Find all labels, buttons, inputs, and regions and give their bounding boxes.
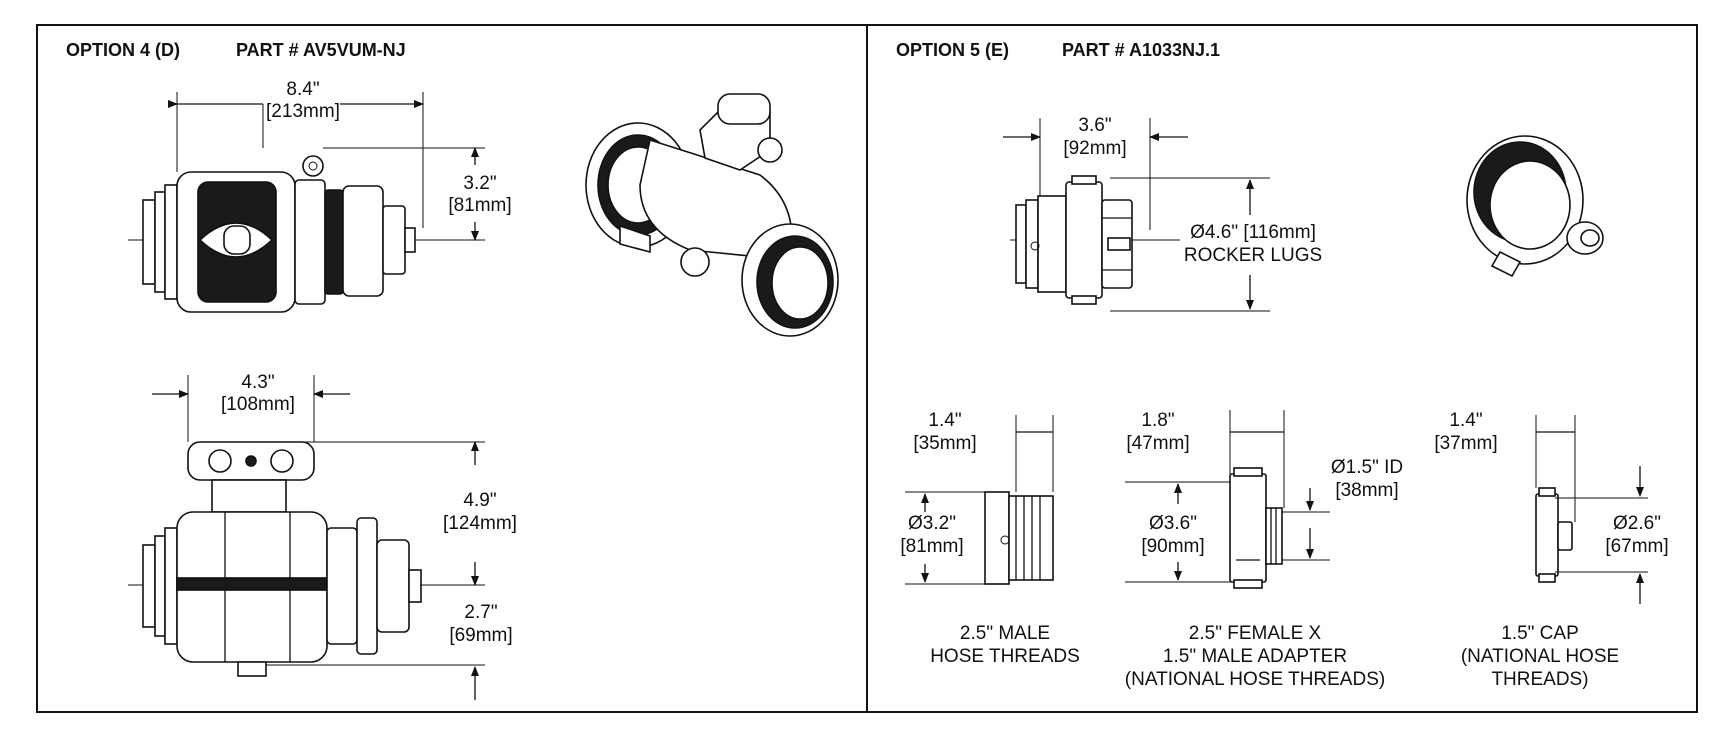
comp1-length: 1.4" bbox=[928, 410, 962, 431]
option4-bottom-view bbox=[128, 375, 485, 700]
component-male-threads bbox=[905, 415, 1054, 585]
option5-assembly-view bbox=[1003, 118, 1270, 312]
comp1-diameter: Ø3.2" bbox=[908, 513, 956, 534]
comp2-caption-line1: 2.5" FEMALE X bbox=[1188, 623, 1322, 644]
comp3-diameter-mm: [67mm] bbox=[1605, 536, 1669, 557]
option-4-title: OPTION 4 (D) bbox=[66, 40, 181, 60]
option-5-panel bbox=[866, 24, 1698, 713]
comp2-caption-line2: 1.5" MALE ADAPTER bbox=[1162, 646, 1348, 667]
comp1-caption-line2: HOSE THREADS bbox=[930, 646, 1080, 667]
comp2-caption-line3: (NATIONAL HOSE THREADS) bbox=[1124, 669, 1386, 690]
option-4-part-number: PART # AV5VUM-NJ bbox=[236, 40, 406, 60]
comp3-caption-line3: THREADS) bbox=[1491, 669, 1589, 690]
comp2-length: 1.8" bbox=[1141, 410, 1175, 431]
dim-assembly-diameter-note: ROCKER LUGS bbox=[1183, 245, 1323, 266]
dim-height-top: 3.2" bbox=[463, 173, 497, 194]
comp1-caption-line1: 2.5" MALE bbox=[959, 623, 1051, 644]
comp3-length: 1.4" bbox=[1449, 410, 1483, 431]
dim-height-upper-mm: [124mm] bbox=[443, 513, 517, 534]
comp3-diameter: Ø2.6" bbox=[1613, 513, 1661, 534]
dim-width-top-mm: [213mm] bbox=[266, 101, 340, 122]
comp2-diameter: Ø3.6" bbox=[1149, 513, 1197, 534]
dim-height-lower: 2.7" bbox=[464, 602, 498, 623]
comp2-length-mm: [47mm] bbox=[1126, 433, 1190, 454]
dim-height-lower-mm: [69mm] bbox=[449, 625, 513, 646]
dim-width-bottom: 4.3" bbox=[241, 372, 275, 393]
comp1-length-mm: [35mm] bbox=[913, 433, 977, 454]
dim-assembly-diameter: Ø4.6" [116mm] bbox=[1190, 222, 1316, 243]
dim-height-upper: 4.9" bbox=[463, 490, 497, 511]
option5-isometric-view bbox=[1466, 135, 1604, 278]
dim-height-top-mm: [81mm] bbox=[448, 195, 512, 216]
dim-width-bottom-mm: [108mm] bbox=[221, 394, 295, 415]
comp2-inner-diameter: Ø1.5" ID bbox=[1330, 457, 1404, 478]
component-female-male-adapter bbox=[1125, 410, 1330, 589]
option4-top-view bbox=[128, 92, 485, 313]
dim-width-top: 8.4" bbox=[286, 79, 320, 100]
dim-assembly-width: 3.6" bbox=[1078, 115, 1112, 136]
comp3-caption-line2: (NATIONAL HOSE bbox=[1460, 646, 1620, 667]
comp1-diameter-mm: [81mm] bbox=[900, 536, 964, 557]
option-5-part-number: PART # A1033NJ.1 bbox=[1062, 40, 1221, 60]
dim-assembly-width-mm: [92mm] bbox=[1063, 138, 1127, 159]
option-5-title: OPTION 5 (E) bbox=[896, 40, 1010, 60]
option4-isometric-view bbox=[585, 93, 839, 337]
component-cap bbox=[1535, 415, 1648, 604]
comp3-length-mm: [37mm] bbox=[1434, 433, 1498, 454]
comp2-inner-diameter-mm: [38mm] bbox=[1335, 480, 1399, 501]
comp2-diameter-mm: [90mm] bbox=[1141, 536, 1205, 557]
comp3-caption-line1: 1.5" CAP bbox=[1501, 623, 1579, 644]
